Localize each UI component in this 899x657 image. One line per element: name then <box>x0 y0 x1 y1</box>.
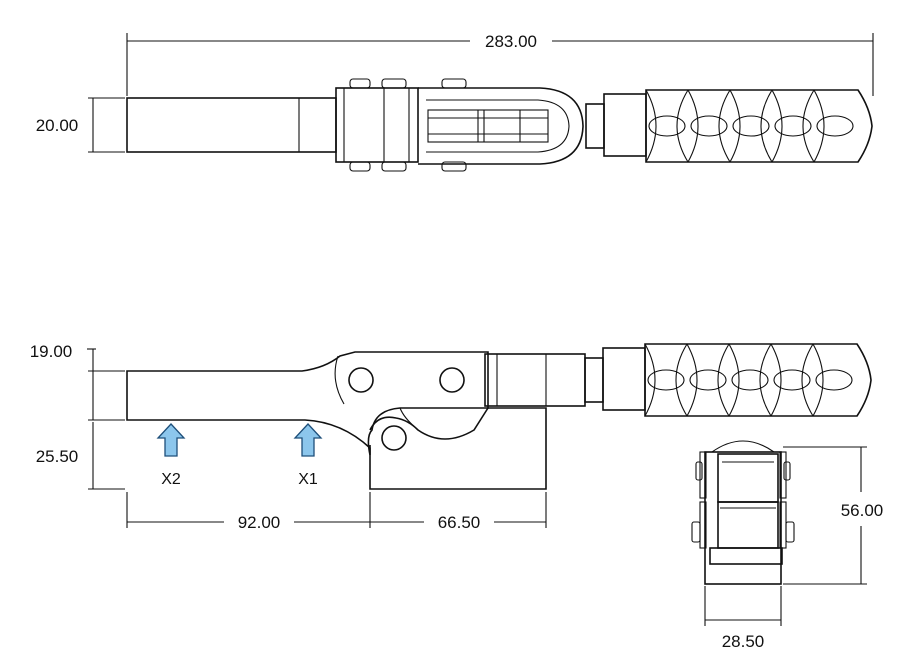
dim-end-width: 28.50 <box>722 632 765 651</box>
x1-arrow-icon <box>293 423 323 457</box>
marker-x2: X2 <box>161 471 181 488</box>
dim-side-upper-height: 19.00 <box>30 342 73 361</box>
top-view: 283.00 20.00 <box>36 32 874 172</box>
marker-x1: X1 <box>298 471 318 488</box>
dim-overall-length: 283.00 <box>485 32 537 51</box>
end-view: 56.00 28.50 <box>691 440 884 651</box>
x2-arrow-icon <box>156 423 186 457</box>
dim-side-lower-height: 25.50 <box>36 447 79 466</box>
dim-end-height: 56.00 <box>841 501 884 520</box>
side-view: 19.00 25.50 <box>30 342 872 532</box>
dim-top-height: 20.00 <box>36 116 79 135</box>
dim-length-a: 92.00 <box>238 513 281 532</box>
dim-length-b: 66.50 <box>438 513 481 532</box>
